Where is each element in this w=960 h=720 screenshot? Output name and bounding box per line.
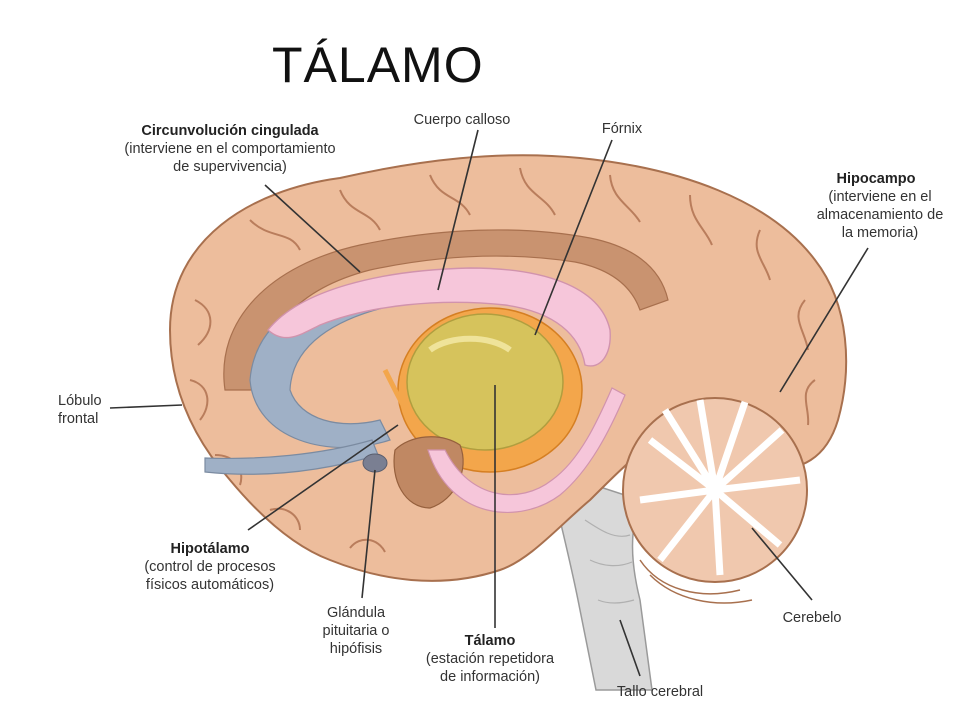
label-hippocampus-line2: almacenamiento de (817, 207, 944, 223)
leader-corpus-callosum (437, 129, 479, 291)
label-hypothalamus-line2: físicos automáticos) (146, 577, 274, 593)
label-brainstem: Tallo cerebral (617, 684, 703, 700)
label-corpus-callosum: Cuerpo calloso (414, 112, 511, 128)
leader-brainstem (619, 619, 641, 677)
cerebellum-arbor (639, 399, 801, 576)
cerebellum-folia (639, 559, 753, 604)
page-title: TÁLAMO (272, 37, 484, 93)
label-cingulate-title: Circunvolución cingulada (141, 123, 319, 139)
label-thalamus-line2: de información) (440, 669, 540, 685)
limbic-loop (427, 387, 626, 513)
corpus-callosum-shape (267, 267, 611, 367)
leader-cerebellum (751, 527, 813, 601)
leader-fornix (534, 139, 613, 336)
label-pituitary-line2: pituitaria o (323, 623, 390, 639)
leader-hippocampus (779, 247, 869, 393)
label-pituitary-line1: Glándula (327, 605, 386, 621)
label-frontal-line1: Lóbulo (58, 393, 102, 409)
label-hippocampus-line1: (interviene en el (828, 189, 931, 205)
leader-hypothalamus (247, 424, 399, 531)
optic-stalk (382, 368, 422, 432)
label-cingulate-line1: (interviene en el comportamiento (124, 141, 335, 157)
gyri-lines (189, 167, 816, 553)
cingulate-gyrus-band (223, 229, 669, 391)
label-pituitary-line3: hipófisis (330, 641, 382, 657)
label-frontal-line2: frontal (58, 411, 98, 427)
pituitary-shape (362, 453, 388, 473)
brainstem-detail (584, 519, 635, 604)
leader-cingulate (264, 184, 361, 273)
leader-frontal-lobe (109, 404, 183, 409)
label-hippocampus-line3: la memoria) (842, 225, 919, 241)
label-thalamus-line1: (estación repetidora (426, 651, 555, 667)
thalamus-detail (428, 335, 512, 353)
label-hippocampus-title: Hipocampo (837, 171, 916, 187)
label-fornix: Fórnix (602, 121, 643, 137)
thalamus-body (406, 313, 564, 451)
label-thalamus-title: Tálamo (465, 633, 516, 649)
label-hypothalamus-title: Hipotálamo (171, 541, 250, 557)
label-hypothalamus-line1: (control de procesos (144, 559, 275, 575)
label-cingulate-line2: de supervivencia) (173, 159, 287, 175)
label-cerebellum: Cerebelo (783, 610, 842, 626)
leader-pituitary (361, 469, 376, 599)
